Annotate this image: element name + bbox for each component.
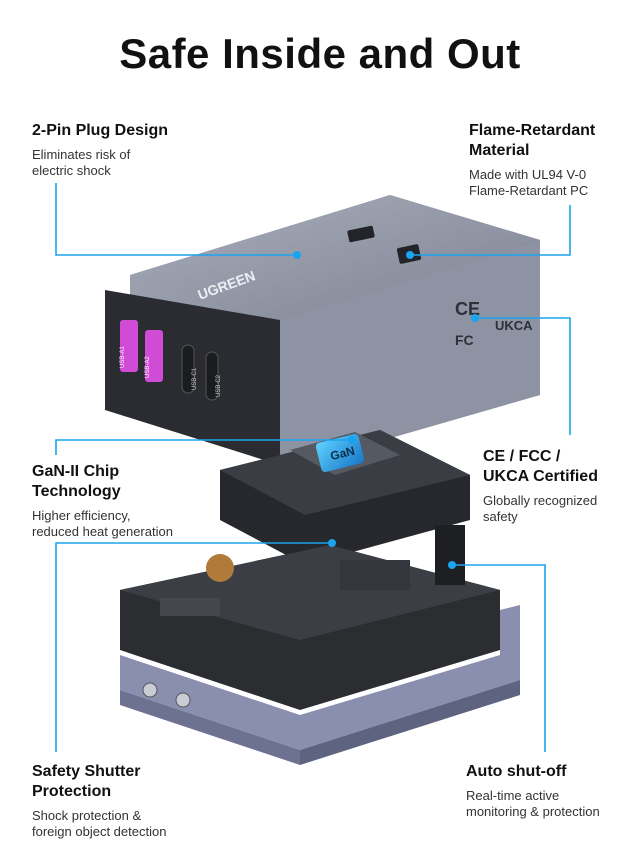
callout-cert-desc-1: Globally recognized bbox=[483, 493, 598, 508]
gan-chip-board bbox=[220, 430, 470, 565]
callout-auto-desc: Real-time active monitoring & protection bbox=[466, 788, 600, 820]
pcb-board bbox=[120, 525, 500, 710]
callout-gan-desc: Higher efficiency, reduced heat generati… bbox=[32, 508, 173, 540]
callout-gan-title-2: Technology bbox=[32, 483, 121, 500]
gan-chip-label: GaN bbox=[329, 444, 356, 464]
charger-housing bbox=[105, 195, 540, 470]
auto-callout-line bbox=[452, 564, 546, 752]
callout-auto-desc-1: Real-time active bbox=[466, 788, 560, 803]
callout-cert: CE / FCC / UKCA Certified Globally recog… bbox=[483, 447, 598, 525]
callout-gan: GaN-II Chip Technology Higher efficiency… bbox=[32, 462, 173, 540]
callout-auto: Auto shut-off Real-time active monitorin… bbox=[466, 762, 600, 820]
callout-shutter-desc-1: Shock protection & bbox=[32, 808, 142, 823]
callout-plug-title: 2-Pin Plug Design bbox=[32, 122, 169, 139]
callout-shutter: Safety Shutter Protection Shock protecti… bbox=[32, 762, 166, 840]
callout-gan-desc-2: reduced heat generation bbox=[32, 524, 173, 539]
callout-plug: 2-Pin Plug Design Eliminates risk of ele… bbox=[32, 121, 168, 179]
callout-cert-title-2: UKCA Certified bbox=[483, 468, 598, 485]
callout-shutter-desc-2: foreign object detection bbox=[32, 824, 167, 839]
callout-auto-title: Auto shut-off bbox=[466, 763, 567, 780]
callout-flame-desc-1: Made with UL94 V-0 bbox=[469, 167, 587, 182]
gan-callout-line bbox=[55, 439, 352, 455]
fcc-mark: FC bbox=[455, 332, 474, 348]
callout-gan-desc-1: Higher efficiency, bbox=[32, 508, 131, 523]
cert-callout-line bbox=[475, 317, 571, 435]
plug-callout-line bbox=[55, 183, 297, 256]
ce-mark: CE bbox=[455, 299, 480, 319]
callout-flame-desc: Made with UL94 V-0 Flame-Retardant PC bbox=[469, 167, 595, 199]
page-title: Safe Inside and Out bbox=[119, 30, 521, 77]
callout-plug-desc-1: Eliminates risk of bbox=[32, 147, 131, 162]
cert-marks: CE FC UKCA bbox=[455, 299, 533, 348]
lower-shell bbox=[120, 605, 520, 765]
callout-flame-title-2: Material bbox=[469, 142, 530, 159]
callout-plug-desc-2: electric shock bbox=[32, 163, 111, 178]
callout-auto-desc-2: monitoring & protection bbox=[466, 804, 600, 819]
callout-flame-title-1: Flame-Retardant bbox=[469, 122, 596, 139]
callout-shutter-title-2: Protection bbox=[32, 783, 112, 800]
callout-flame: Flame-Retardant Material Made with UL94 … bbox=[469, 121, 595, 199]
callout-cert-title-1: CE / FCC / bbox=[483, 448, 561, 465]
callout-cert-desc-2: safety bbox=[483, 509, 518, 524]
callout-cert-desc: Globally recognized safety bbox=[483, 493, 598, 525]
callout-shutter-title-1: Safety Shutter bbox=[32, 763, 141, 780]
callout-flame-desc-2: Flame-Retardant PC bbox=[469, 183, 589, 198]
callout-gan-title-1: GaN-II Chip bbox=[32, 463, 120, 480]
flame-callout-line bbox=[410, 205, 571, 256]
callout-plug-desc: Eliminates risk of electric shock bbox=[32, 147, 168, 179]
ukca-mark: UKCA bbox=[495, 318, 533, 333]
callout-shutter-desc: Shock protection & foreign object detect… bbox=[32, 808, 166, 840]
shutter-callout-line bbox=[55, 542, 332, 752]
